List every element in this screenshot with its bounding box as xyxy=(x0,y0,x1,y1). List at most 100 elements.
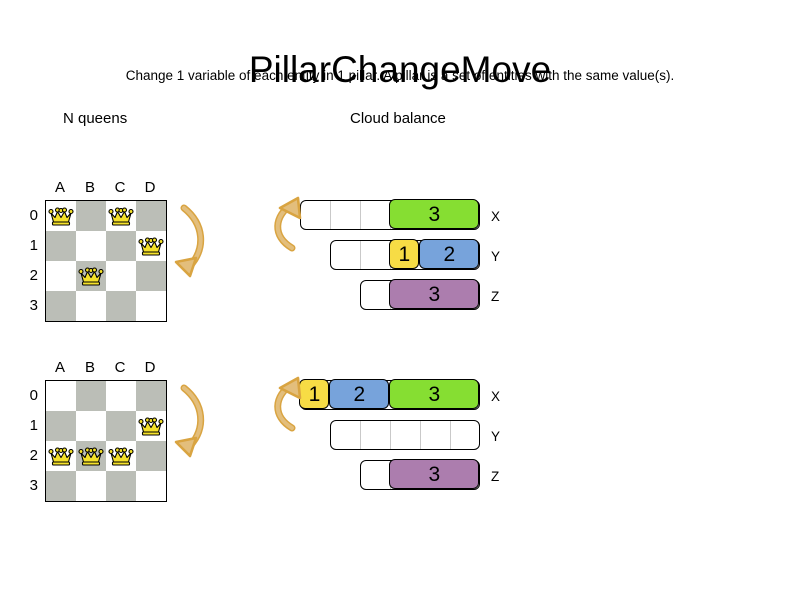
board-cell[interactable] xyxy=(106,231,136,261)
board-cell[interactable] xyxy=(106,291,136,321)
cloud-empty-cell[interactable] xyxy=(451,421,481,449)
board-cell[interactable] xyxy=(46,471,76,501)
queen-piece[interactable] xyxy=(108,445,134,467)
cloud-empty-cell[interactable] xyxy=(301,201,331,229)
cloud-empty-cell[interactable] xyxy=(361,241,391,269)
cloud-process-block[interactable]: 3 xyxy=(389,379,480,410)
queen-piece[interactable] xyxy=(138,415,164,437)
board-cell[interactable] xyxy=(46,411,76,441)
board-cell[interactable] xyxy=(106,441,136,471)
cloud-empty-cell[interactable] xyxy=(421,421,451,449)
board-cell[interactable] xyxy=(76,231,106,261)
cloud-process-block[interactable]: 3 xyxy=(389,279,480,310)
queen-piece[interactable] xyxy=(48,205,74,227)
section-label-nqueens: N queens xyxy=(63,110,128,127)
page-subtitle: Change 1 variable of each entity in 1 pi… xyxy=(125,68,675,83)
cloud-process-block[interactable]: 2 xyxy=(329,379,390,410)
board-cell[interactable] xyxy=(106,471,136,501)
section-label-cloud-balance: Cloud balance xyxy=(350,110,446,127)
board-cell[interactable] xyxy=(106,201,136,231)
board-cell[interactable] xyxy=(106,381,136,411)
queen-icon xyxy=(78,447,104,466)
move-arrow-down xyxy=(170,380,215,465)
cloud-computer-label: Z xyxy=(491,469,500,484)
board-cell[interactable] xyxy=(46,441,76,471)
board-cell[interactable] xyxy=(46,381,76,411)
cloud-empty-cell[interactable] xyxy=(331,201,361,229)
cloud-computer-bar[interactable]: 3 xyxy=(360,279,480,310)
board-cell[interactable] xyxy=(46,261,76,291)
board-cell[interactable] xyxy=(76,471,106,501)
board-cell[interactable] xyxy=(76,291,106,321)
move-arrow-up xyxy=(268,374,310,444)
cloud-empty-cell[interactable] xyxy=(361,201,391,229)
queen-piece[interactable] xyxy=(138,235,164,257)
board-cell[interactable] xyxy=(136,201,166,231)
cloud-process-block[interactable]: 3 xyxy=(389,199,480,230)
board-column-label: D xyxy=(144,179,156,196)
board-cell[interactable] xyxy=(76,381,106,411)
queen-icon xyxy=(138,237,164,256)
board-cell[interactable] xyxy=(76,441,106,471)
queen-icon xyxy=(108,207,134,226)
board-cell[interactable] xyxy=(136,231,166,261)
board-cell[interactable] xyxy=(136,471,166,501)
cloud-computer-label: X xyxy=(491,209,501,224)
board-cell[interactable] xyxy=(46,291,76,321)
page-title: PillarChangeMove xyxy=(248,48,552,90)
cloud-process-block[interactable]: 3 xyxy=(389,459,480,490)
queen-piece[interactable] xyxy=(108,205,134,227)
board-cell[interactable] xyxy=(136,411,166,441)
board-cell[interactable] xyxy=(136,291,166,321)
board-column-label: B xyxy=(84,359,95,376)
move-arrow-down xyxy=(170,200,215,285)
board-row-label: 0 xyxy=(29,387,38,404)
board-row-label: 2 xyxy=(29,267,38,284)
board-row-label: 2 xyxy=(29,447,38,464)
cloud-computer-bar[interactable]: 3 xyxy=(360,459,480,490)
move-arrow-up xyxy=(268,194,310,264)
cloud-empty-cell[interactable] xyxy=(331,241,361,269)
board-row-label: 1 xyxy=(29,237,38,254)
cloud-empty-cell[interactable] xyxy=(361,281,391,309)
queen-icon xyxy=(108,447,134,466)
cloud-empty-cell[interactable] xyxy=(391,421,421,449)
board-cell[interactable] xyxy=(76,261,106,291)
board-cell[interactable] xyxy=(136,441,166,471)
board-row-label: 3 xyxy=(29,297,38,314)
cloud-computer-bar[interactable] xyxy=(330,420,480,450)
cloud-empty-cell[interactable] xyxy=(361,461,391,489)
queen-piece[interactable] xyxy=(78,445,104,467)
queen-icon xyxy=(78,267,104,286)
cloud-process-block[interactable]: 1 xyxy=(389,239,420,270)
board-column-label: C xyxy=(114,359,126,376)
cloud-computer-bar[interactable]: 3 xyxy=(300,199,480,230)
board-row-label: 0 xyxy=(29,207,38,224)
cloud-empty-cell[interactable] xyxy=(331,421,361,449)
queen-icon xyxy=(48,207,74,226)
board-column-label: A xyxy=(54,359,65,376)
board-column-label: C xyxy=(114,179,126,196)
board-cell[interactable] xyxy=(106,261,136,291)
cloud-empty-cell[interactable] xyxy=(361,421,391,449)
board-row-label: 3 xyxy=(29,477,38,494)
chessboard xyxy=(45,380,167,502)
queen-piece[interactable] xyxy=(48,445,74,467)
board-cell[interactable] xyxy=(76,411,106,441)
board-cell[interactable] xyxy=(136,381,166,411)
board-column-label: B xyxy=(84,179,95,196)
board-column-label: A xyxy=(54,179,65,196)
queen-icon xyxy=(138,417,164,436)
board-cell[interactable] xyxy=(46,231,76,261)
queen-piece[interactable] xyxy=(78,265,104,287)
cloud-process-block[interactable]: 1 xyxy=(299,379,330,410)
board-cell[interactable] xyxy=(46,201,76,231)
cloud-computer-label: X xyxy=(491,389,501,404)
board-cell[interactable] xyxy=(106,411,136,441)
board-cell[interactable] xyxy=(76,201,106,231)
cloud-process-block[interactable]: 2 xyxy=(419,239,480,270)
board-cell[interactable] xyxy=(136,261,166,291)
